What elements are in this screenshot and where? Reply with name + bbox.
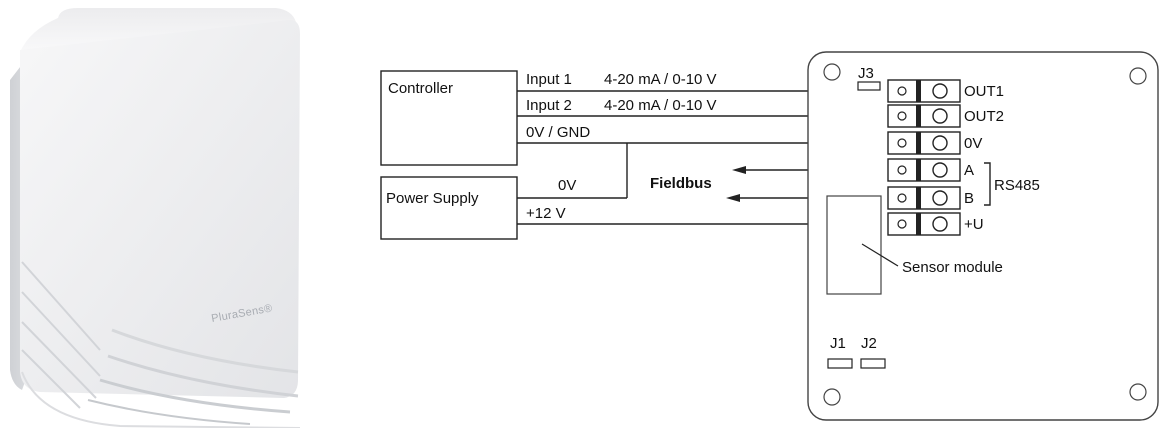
- jumper-j1: [827, 358, 853, 369]
- jumper-j2: [860, 358, 886, 369]
- terminal-hole: [897, 219, 907, 229]
- terminal-u: +U: [887, 212, 984, 236]
- jumper-j3-label: J3: [858, 65, 874, 82]
- terminal-label: +U: [964, 216, 984, 233]
- terminal-separator: [916, 105, 921, 127]
- power-supply-label: Power Supply: [386, 190, 479, 207]
- terminal-separator: [916, 159, 921, 181]
- terminal-hole: [897, 138, 907, 148]
- jumper-j1-label: J1: [830, 335, 846, 352]
- terminal-hole: [897, 86, 907, 96]
- ps-0v-label: 0V: [558, 177, 576, 194]
- terminal-screw: [932, 190, 948, 206]
- terminal-a: A: [887, 158, 974, 182]
- input2-label: Input 2: [526, 97, 572, 114]
- terminal-screw: [932, 162, 948, 178]
- terminal-separator: [916, 80, 921, 102]
- terminal-screw: [932, 108, 948, 124]
- terminal-b: B: [887, 186, 974, 210]
- terminal-out2: OUT2: [887, 104, 1004, 128]
- fieldbus-label: Fieldbus: [650, 175, 712, 192]
- input1-range: 4-20 mA / 0-10 V: [604, 71, 717, 88]
- terminal-separator: [916, 187, 921, 209]
- sensor-module-label: Sensor module: [902, 259, 1003, 276]
- controller-label: Controller: [388, 80, 453, 97]
- sensor-module-leader: [861, 243, 899, 267]
- terminal-hole: [897, 165, 907, 175]
- terminal-label: B: [964, 190, 974, 207]
- mounting-hole-tl: [823, 63, 841, 81]
- gnd-label: 0V / GND: [526, 124, 590, 141]
- sensor-module: [826, 195, 882, 295]
- jumper-j3: [857, 81, 881, 91]
- terminal-0v: 0V: [887, 131, 982, 155]
- controller-box: Controller: [380, 70, 518, 166]
- input2-range: 4-20 mA / 0-10 V: [604, 97, 717, 114]
- terminal-screw: [932, 135, 948, 151]
- terminal-separator: [916, 213, 921, 235]
- terminal-label: OUT2: [964, 108, 1004, 125]
- terminal-label: 0V: [964, 135, 982, 152]
- mounting-hole-bl: [823, 388, 841, 406]
- input1-label: Input 1: [526, 71, 572, 88]
- fieldbus-arrows: [726, 166, 746, 202]
- terminal-label: OUT1: [964, 83, 1004, 100]
- power-supply-box: Power Supply: [380, 176, 518, 240]
- terminal-screw: [932, 216, 948, 232]
- sensor-housing-image: PluraSens®: [10, 8, 301, 429]
- terminal-label: A: [964, 162, 974, 179]
- mounting-hole-tr: [1129, 67, 1147, 85]
- rs485-bracket: [984, 162, 991, 206]
- terminal-separator: [916, 132, 921, 154]
- terminal-hole: [897, 193, 907, 203]
- ps-12v-label: +12 V: [526, 205, 566, 222]
- terminal-hole: [897, 111, 907, 121]
- terminal-screw: [932, 83, 948, 99]
- rs485-label: RS485: [994, 177, 1040, 194]
- mounting-hole-br: [1129, 383, 1147, 401]
- jumper-j2-label: J2: [861, 335, 877, 352]
- terminal-out1: OUT1: [887, 79, 1004, 103]
